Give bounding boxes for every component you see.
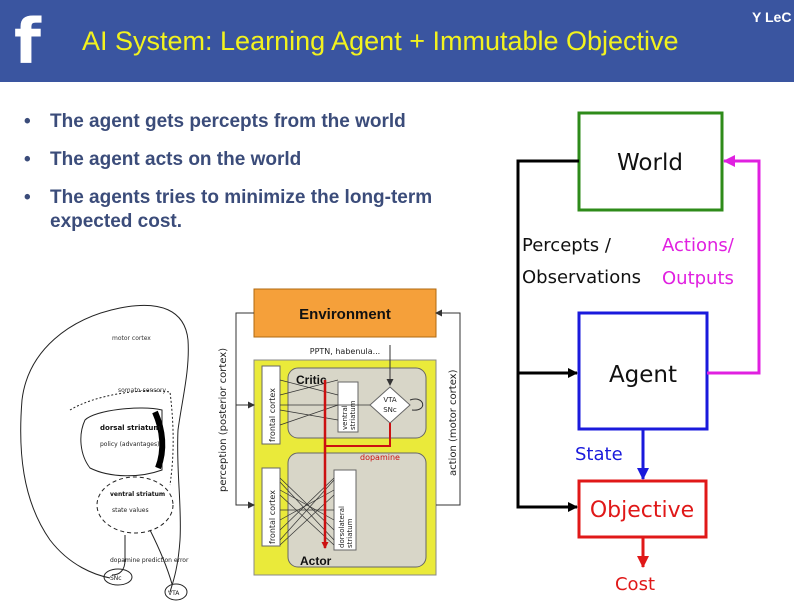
world-label: World [617,150,683,176]
bullet-list: •The agent gets percepts from the world … [24,110,494,248]
brain-label-motor: motor cortex [112,335,151,342]
dorsolateral-striatum-label: dorsolateralstriatum [338,506,354,548]
frontal-cortex-bottom-box [261,467,281,547]
facebook-logo: f [14,5,41,78]
frontal-cortex-bottom-label: frontal cortex [268,490,277,544]
objective-box [577,479,708,539]
actions-arrow [707,155,761,375]
actions-label-line1: Actions/ [662,235,735,256]
actions-label-line2: Outputs [662,268,734,289]
critic-label: Critic [296,373,327,387]
brain-label-somato: somato-sensory [118,387,167,394]
brain-sketch [20,304,189,601]
state-label: State [575,444,623,465]
ventral-striatum-label: ventralstriatum [341,400,357,430]
slide-title: AI System: Learning Agent + Immutable Ob… [82,26,679,56]
brain-label-vta: VTA [168,590,180,597]
brain-label-ventral: ventral striatum [110,491,165,498]
action-path [435,309,461,506]
header-bar: f AI System: Learning Agent + Immutable … [0,0,794,82]
perception-label: perception (posterior cortex) [218,348,229,492]
brain-label-dopamine-error: dopamine prediction error [110,557,189,564]
dopamine-label: dopamine [360,453,400,462]
brain-label-policy: policy (advantages) [100,441,159,448]
bullet-item: •The agents tries to minimize the long-t… [24,187,433,232]
author-label: Y LeC [752,9,792,25]
agent-box [577,311,709,431]
brain-label-snc: SNc [110,575,122,582]
perception-path [235,312,255,509]
actor-label: Actor [300,554,332,568]
world-box [577,111,724,212]
percepts-arrow [516,159,579,512]
percepts-label-line1: Percepts / [522,235,612,256]
bullet-item: •The agent gets percepts from the world [24,111,406,132]
vta-loop-arrow [409,398,424,411]
bullet-item: •The agent acts on the world [24,149,302,170]
ventral-striatum-box [337,381,359,433]
objective-label: Objective [590,498,694,523]
cost-label: Cost [615,574,655,595]
snc-label: SNc [383,406,397,414]
pptn-label: PPTN, habenula... [310,347,380,356]
environment-label: Environment [299,306,391,323]
action-label: action (motor cortex) [448,369,459,476]
agent-label: Agent [609,362,677,388]
percepts-label-line2: Observations [522,267,641,288]
dopamine-red-branch [325,423,391,447]
frontal-cortex-top-label: frontal cortex [268,388,277,442]
brain-label-state-values: state values [112,507,149,514]
vta-label: VTA [383,396,397,404]
brain-label-dorsal: dorsal striatum [100,424,161,432]
